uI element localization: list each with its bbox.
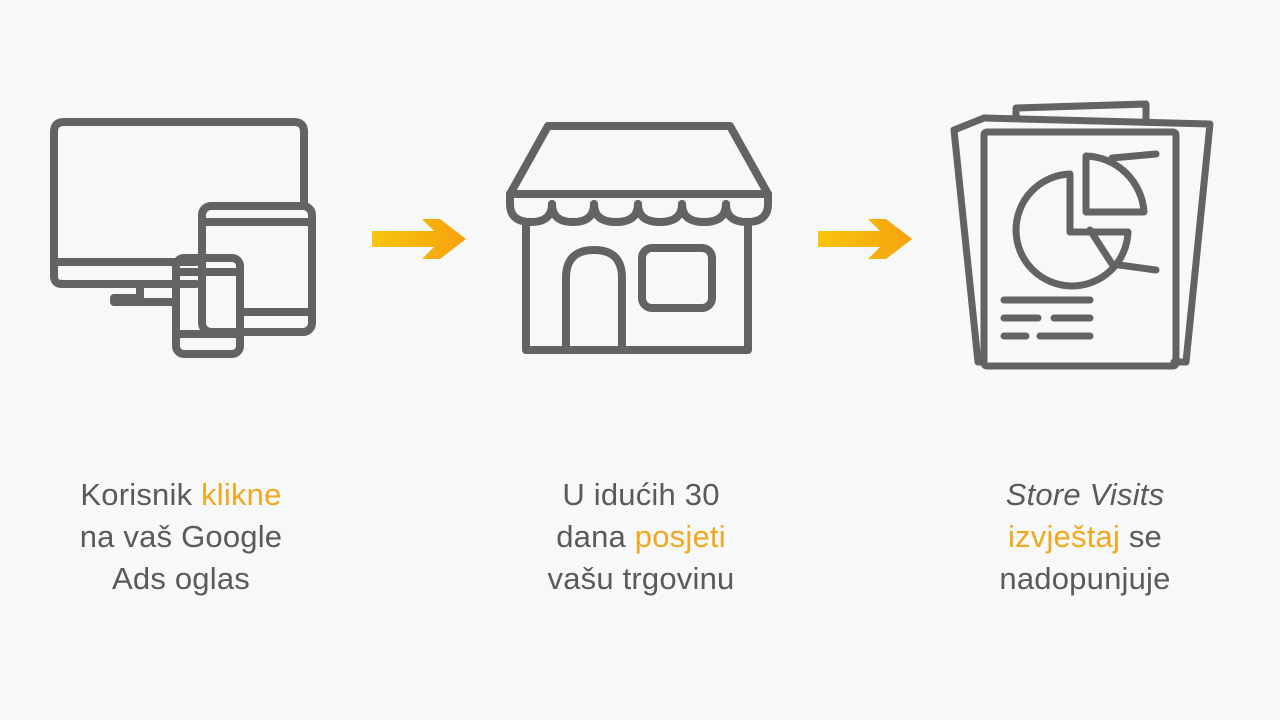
step-3-caption: Store Visits izvještaj se nadopunjuje (935, 474, 1235, 600)
caption-line: U idućih 30 (562, 477, 720, 512)
caption-line: nadopunjuje (999, 561, 1171, 596)
caption-line: Ads oglas (112, 561, 250, 596)
step-2-caption: U idućih 30 dana posjeti vašu trgovinu (491, 474, 791, 600)
caption-line: na vaš Google (79, 519, 283, 554)
caption-line: Korisnik klikne (80, 477, 282, 512)
step-1-caption: Korisnik klikne na vaš Google Ads oglas (31, 474, 331, 600)
italic-term: Store Visits (1005, 477, 1165, 512)
devices-icon (50, 118, 316, 358)
report-icon (950, 100, 1214, 370)
highlight-word: posjeti (634, 519, 726, 554)
caption-line: Store Visits (935, 474, 1235, 516)
arrow-right-icon (372, 219, 466, 259)
arrow-right-icon (818, 219, 912, 259)
caption-line: dana posjeti (556, 519, 726, 554)
highlight-word: izvještaj (1007, 519, 1121, 554)
caption-line: izvještaj se (1007, 519, 1163, 554)
highlight-word: klikne (201, 477, 282, 512)
caption-line: vašu trgovinu (547, 561, 735, 596)
store-icon (506, 122, 772, 354)
